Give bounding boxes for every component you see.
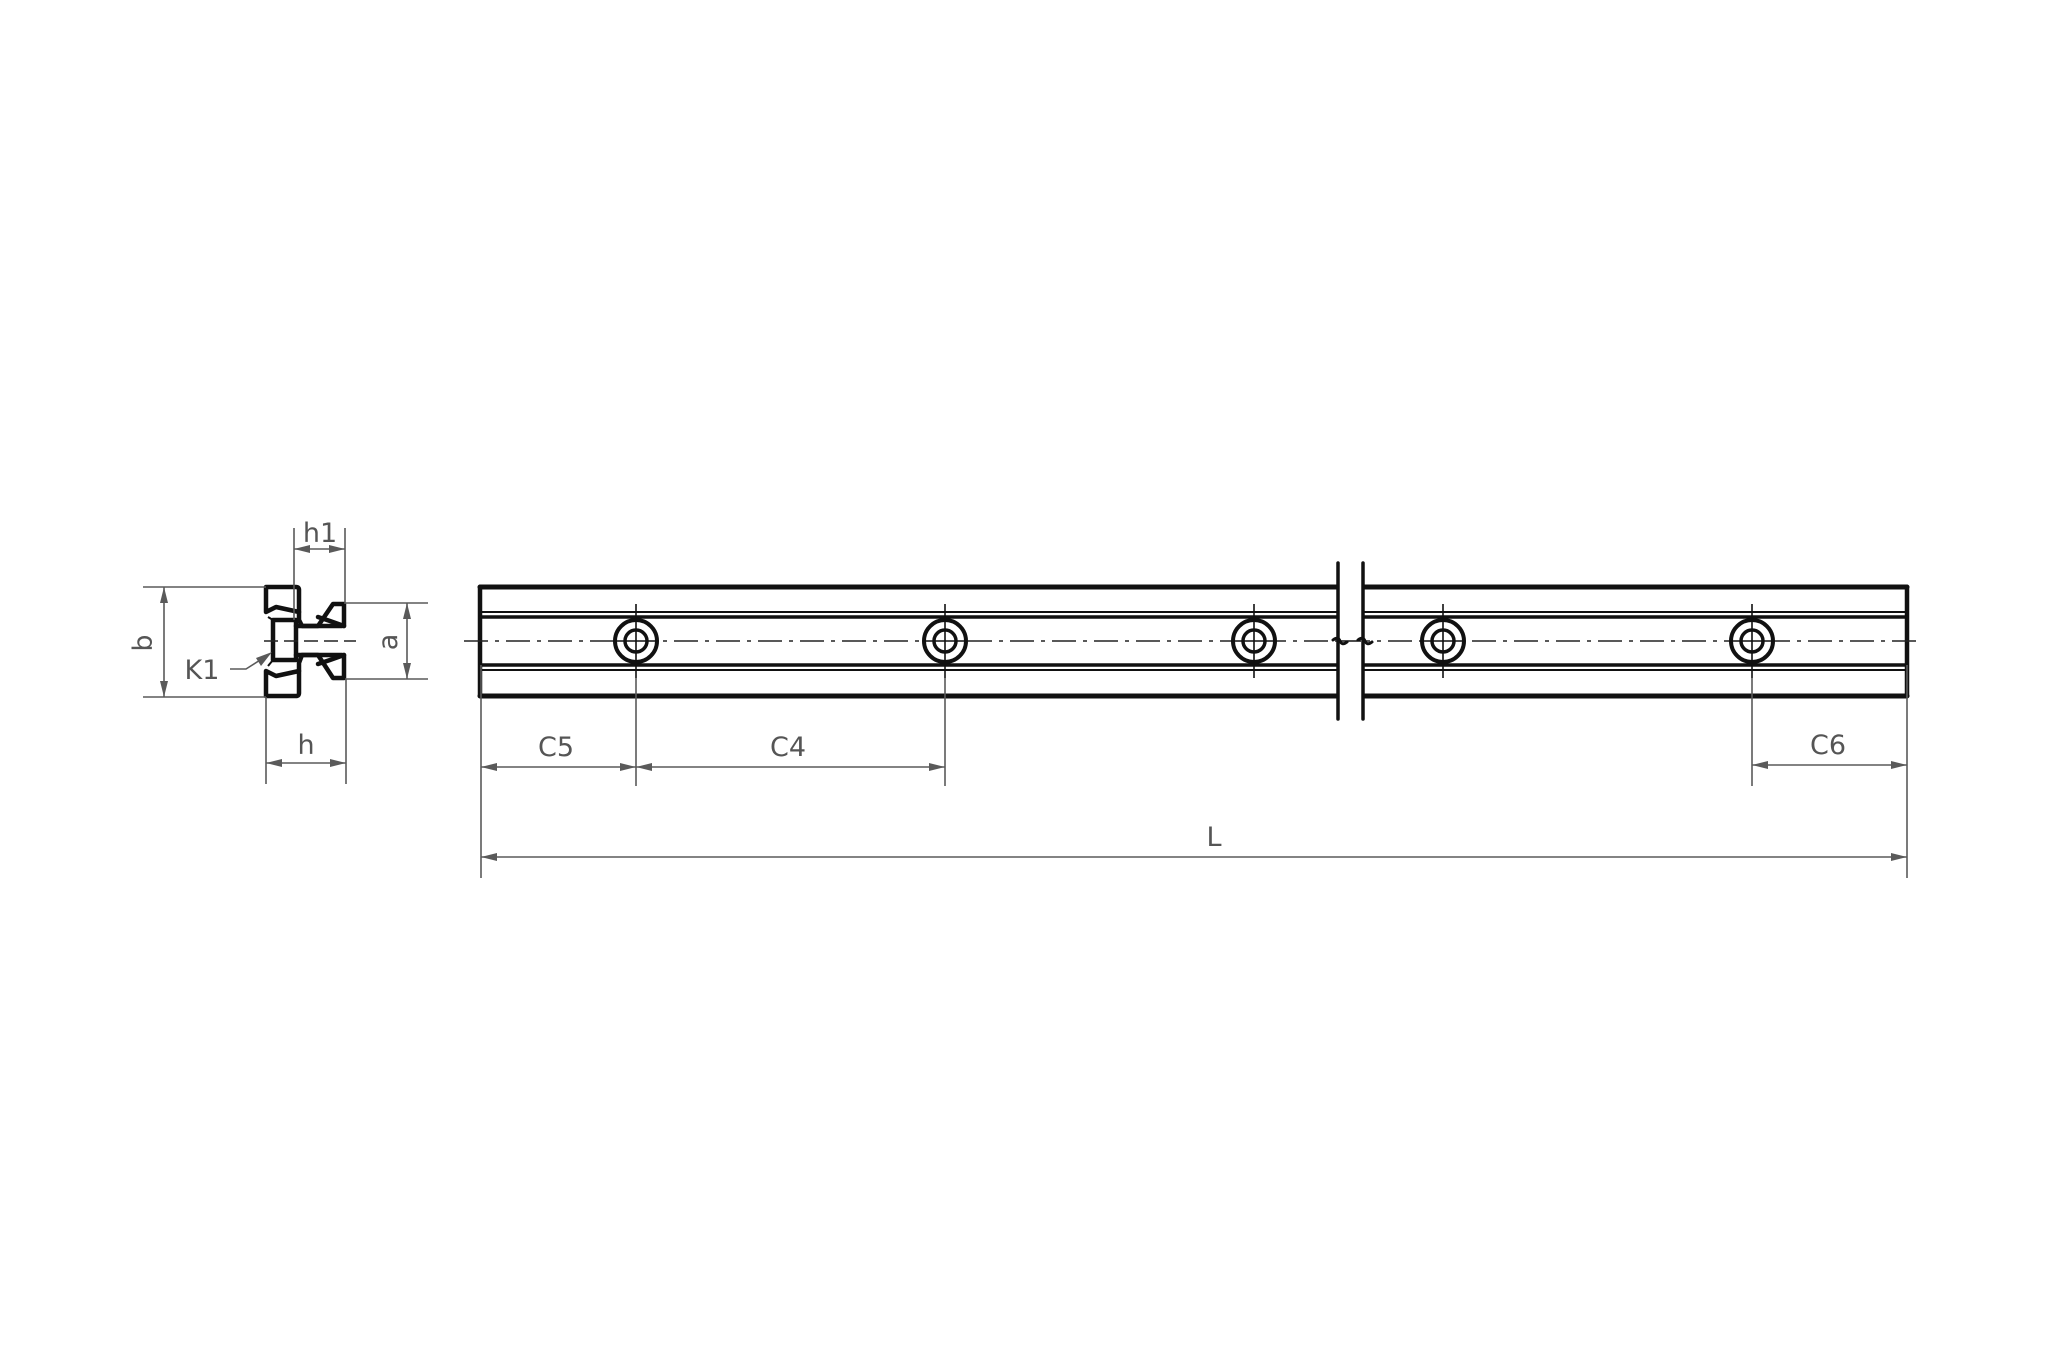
dimension-label-c4: C4 — [770, 732, 806, 763]
mounting-holes — [613, 604, 1775, 678]
dimension-a: a — [345, 602, 428, 680]
dimension-l: L — [481, 822, 1907, 861]
mounting-hole — [613, 604, 659, 678]
rail-profile-view: h1 b a h — [128, 518, 428, 784]
dimension-label-h1: h1 — [303, 518, 337, 549]
rail-segment-left — [477, 584, 1341, 699]
rail-segment-right — [1360, 584, 1910, 699]
dimension-h1: h1 — [293, 518, 346, 620]
dimension-label-c5: C5 — [538, 732, 574, 763]
dimension-b: b — [128, 586, 266, 698]
leader-label-k1: K1 — [185, 655, 220, 686]
dimension-label-h: h — [297, 730, 314, 761]
mounting-hole — [1231, 604, 1277, 678]
dimension-c5: C5 — [481, 732, 636, 771]
dimension-label-c6: C6 — [1810, 730, 1846, 761]
dimension-label-b: b — [128, 634, 159, 651]
dimension-label-l: L — [1206, 822, 1221, 853]
dimension-label-a: a — [373, 634, 404, 651]
dimension-h: h — [265, 679, 347, 784]
dimension-c4: C4 — [636, 732, 945, 771]
dimension-c6: C6 — [1752, 730, 1907, 769]
mounting-hole — [1420, 604, 1466, 678]
mounting-hole — [1729, 604, 1775, 678]
leader-k1: K1 — [185, 652, 272, 686]
rail-side-view: C5 C4 C6 L — [464, 560, 1923, 878]
rail-profile-outline — [263, 584, 347, 699]
extension-lines — [480, 665, 1908, 878]
mounting-hole — [922, 604, 968, 678]
break-symbol — [1331, 560, 1374, 724]
